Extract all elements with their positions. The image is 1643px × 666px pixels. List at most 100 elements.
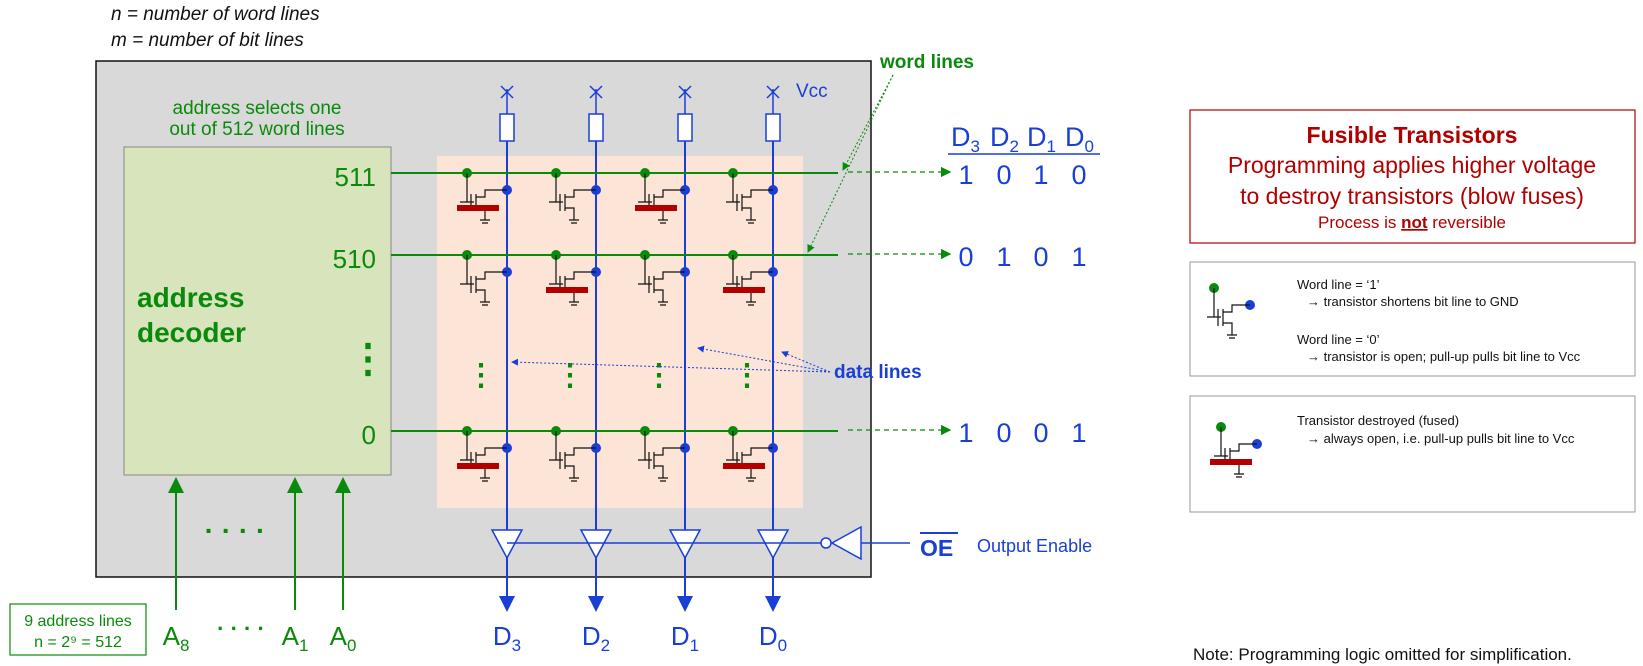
oe-inverter-bubble (820, 537, 832, 549)
blown-fuse (457, 463, 499, 469)
pullup-resistor (499, 113, 515, 142)
output-label: D2 (582, 621, 610, 655)
data-lines-pointer-c (781, 351, 831, 373)
transistor-symbol (460, 255, 507, 306)
definition-n: n = number of word lines (111, 4, 320, 25)
blown-fuse (546, 287, 588, 293)
data-value: 1 (958, 418, 973, 448)
output-label: D0 (759, 621, 787, 655)
legend-transistor-icon (1207, 283, 1255, 339)
vcc-cross-icon (589, 85, 603, 99)
pullup-resistor (588, 113, 604, 142)
legend1-b-desc: → transistor is open; pull-up pulls bit … (1307, 349, 1581, 364)
output-enable-label: Output Enable (977, 536, 1092, 556)
address-label: A1 (282, 621, 309, 655)
data-header-label: D3 (951, 122, 980, 156)
memory-array (437, 156, 803, 508)
transistor-symbol (638, 255, 685, 306)
output-buffer (668, 529, 702, 560)
data-value: 0 (1071, 160, 1086, 190)
output-label: D3 (493, 621, 521, 655)
pullup-resistor (677, 113, 693, 142)
row-label-0: 0 (362, 420, 376, 450)
footnote: Note: Programming logic omitted for simp… (1193, 645, 1572, 664)
legend1-a-title: Word line = ‘1’ (1297, 277, 1380, 292)
address-lines-box (9, 603, 147, 656)
data-value: 1 (996, 242, 1011, 272)
address-selects-line1: address selects one (173, 98, 342, 119)
word-lines-pointer-a (842, 74, 894, 171)
array-dots: ⋮ (555, 359, 585, 392)
fusible-box (1189, 109, 1636, 244)
fusible-title: Fusible Transistors (1307, 122, 1518, 148)
decoder-label-1: address (137, 282, 244, 313)
data-value: 0 (1033, 242, 1048, 272)
blown-fuse (457, 205, 499, 211)
array-dots: ⋮ (466, 359, 496, 392)
transistor-symbol (1207, 288, 1250, 339)
address-label: A8 (163, 621, 190, 655)
oe-label: OE (920, 535, 953, 561)
legend2-title: Transistor destroyed (fused) (1297, 413, 1459, 428)
legend-panel-normal (1189, 261, 1636, 377)
definitions: n = number of word lines m = number of b… (111, 2, 320, 54)
legend1-b-title: Word line = ‘0’ (1297, 332, 1380, 347)
legend1-a-desc: → transistor shortens bit line to GND (1307, 294, 1519, 309)
array-dots: ⋮ (732, 359, 762, 392)
data-value: 1 (958, 160, 973, 190)
data-value: 0 (996, 160, 1011, 190)
vcc-cross-icon (766, 85, 780, 99)
address-selects-line2: out of 512 word lines (169, 119, 344, 140)
output-buffer (490, 529, 524, 560)
data-value: 0 (996, 418, 1011, 448)
blown-fuse (1210, 459, 1252, 465)
row-label-510: 510 (333, 244, 376, 274)
data-value: 1 (1071, 242, 1086, 272)
address-decoder-box (123, 146, 392, 476)
address-dots-inner: · · · · (205, 515, 266, 546)
data-header-label: D2 (990, 122, 1019, 156)
data-lines-pointer-a (511, 358, 831, 373)
transistor-symbol (638, 431, 685, 482)
legend-panel-fused (1189, 395, 1636, 513)
output-buffer (579, 529, 613, 560)
data-value: 0 (958, 242, 973, 272)
row-label-511: 511 (335, 162, 376, 192)
word-lines-pointer-b (807, 74, 894, 253)
blown-fuse (723, 287, 765, 293)
fusible-line3: Process is not reversible (1318, 213, 1506, 232)
output-buffer (756, 529, 790, 560)
address-dots-outer: · · · · (217, 616, 265, 641)
blown-fuse (723, 463, 765, 469)
data-value: 1 (1071, 418, 1086, 448)
row-dots-decoder: ⋮ (348, 337, 388, 381)
pullup-resistor (765, 113, 781, 142)
output-label: D1 (671, 621, 699, 655)
transistor-symbol (726, 173, 773, 224)
vcc-cross-icon (678, 85, 692, 99)
data-header-label: D0 (1065, 122, 1094, 156)
legend2-desc: → always open, i.e. pull-up pulls bit li… (1307, 431, 1575, 446)
data-value: 0 (1033, 418, 1048, 448)
data-header-label: D1 (1027, 122, 1056, 156)
fusible-line2: to destroy transistors (blow fuses) (1240, 183, 1584, 209)
vcc-label: Vcc (796, 81, 828, 102)
address-label: A0 (330, 621, 357, 655)
data-lines-label: data lines (834, 362, 922, 383)
transistor-symbol (549, 173, 596, 224)
word-lines-label: word lines (879, 52, 974, 73)
blown-fuse (635, 205, 677, 211)
address-lines-box-line1: 9 address lines (24, 613, 132, 630)
definition-m: m = number of bit lines (111, 30, 304, 51)
decoder-label-2: decoder (137, 317, 246, 348)
data-value: 1 (1033, 160, 1048, 190)
vcc-cross-icon (500, 85, 514, 99)
legend-fused-transistor-icon (1210, 422, 1262, 478)
array-dots: ⋮ (644, 359, 674, 392)
transistor-symbol (549, 431, 596, 482)
fusible-line1: Programming applies higher voltage (1228, 152, 1596, 178)
array-grid: D3 D2 D1 D0 ⋮ ⋮ ⋮ ⋮ (391, 85, 952, 655)
